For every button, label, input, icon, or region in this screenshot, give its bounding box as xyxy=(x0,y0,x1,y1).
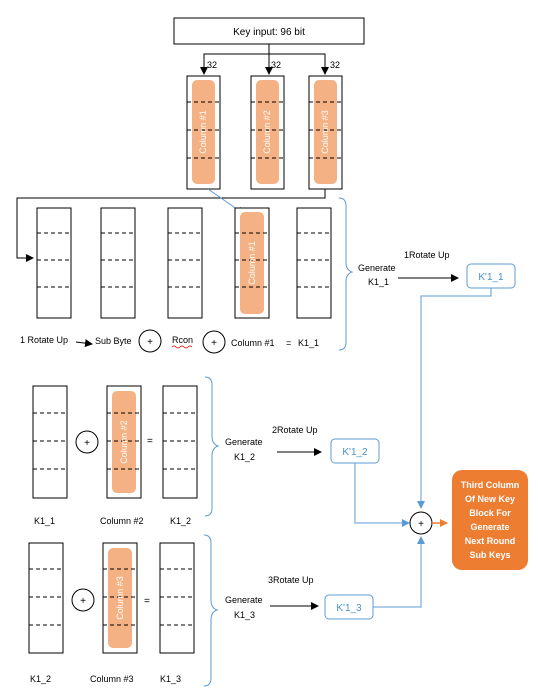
rotate-3-label: 3Rotate Up xyxy=(268,575,314,585)
result-line-6: Sub Keys xyxy=(469,550,510,560)
row1-col-b xyxy=(100,207,136,319)
row2-col-a xyxy=(32,385,68,499)
k-prime-1-2-label: K'1_2 xyxy=(342,447,368,458)
result-line-5: Next Round xyxy=(465,536,516,546)
row1-column-label: Column #1 xyxy=(247,241,257,285)
column3-feedback-arrow xyxy=(16,189,326,262)
row3-col-a xyxy=(28,542,64,654)
row3-col-c xyxy=(159,542,195,654)
k-prime-1-1-label: K'1_1 xyxy=(478,272,504,283)
row1-col-a xyxy=(36,207,72,319)
row2-bracket xyxy=(204,376,220,517)
k-prime-1-3-label: K'1_3 xyxy=(336,603,362,614)
row1-subbyte-label: Sub Byte xyxy=(95,336,132,346)
k-prime-1-2-to-xor xyxy=(354,463,410,527)
row1-plus-1 xyxy=(138,329,162,353)
row1-rotate-label: 1 Rotate Up xyxy=(20,335,68,345)
row3-label-column3: Column #3 xyxy=(90,674,134,684)
row2-col-c xyxy=(162,385,198,499)
row3-label-k1-2: K1_2 xyxy=(30,674,51,684)
row1-bracket xyxy=(338,197,354,351)
row3-plus-sign: + xyxy=(80,596,86,607)
generate-k1-3-line2: K1_3 xyxy=(234,610,255,620)
row3-label-k1-3: K1_3 xyxy=(160,674,181,684)
row3-plus xyxy=(71,588,95,612)
row2-equals: = xyxy=(147,436,153,447)
row1-col-e xyxy=(296,207,332,319)
row1-rotate-arrow xyxy=(75,339,93,348)
row3-col-b: Column #3 xyxy=(102,542,138,654)
row2-label-column2: Column #2 xyxy=(100,516,144,526)
rotate-2-label: 2Rotate Up xyxy=(272,425,318,435)
generate-k1-3-line1: Generate xyxy=(225,595,263,605)
generate-k1-2-line1: Generate xyxy=(225,437,263,447)
row1-plus-1-sign: + xyxy=(147,337,153,348)
result-line-4: Generate xyxy=(470,522,509,532)
result-line-1: Third Column xyxy=(461,480,520,490)
rotate-1-label: 1Rotate Up xyxy=(404,250,450,260)
top-column-2-label: Column #2 xyxy=(262,110,272,154)
k-prime-1-3-to-xor xyxy=(373,536,425,608)
row1-plus-2 xyxy=(202,330,226,354)
final-xor-sign: + xyxy=(418,519,424,530)
result-line-2: Of New Key xyxy=(465,494,515,504)
result-box xyxy=(452,470,528,570)
row2-label-k1-1: K1_1 xyxy=(34,516,55,526)
split-bits-3: 32 xyxy=(330,60,340,70)
key-input-label: Key input: 96 bit xyxy=(233,27,305,38)
row2-plus xyxy=(75,430,99,454)
row2-col-b: Column #2 xyxy=(106,385,142,499)
row1-formula-equals: = xyxy=(286,338,291,348)
split-bits-1: 32 xyxy=(207,60,217,70)
top-column-1: Column #1 xyxy=(186,75,221,190)
key-input-box xyxy=(173,17,365,45)
row2-plus-sign: + xyxy=(84,438,90,449)
row2-column-label: Column #2 xyxy=(119,420,129,464)
top-column-1-label: Column #1 xyxy=(198,110,208,154)
k-prime-1-1-to-xor xyxy=(417,288,492,509)
generate-k1-1-line2: K1_1 xyxy=(368,277,389,287)
row3-equals: = xyxy=(144,596,150,607)
split-bits-2: 32 xyxy=(271,60,281,70)
generate-k1-1-line1: Generate xyxy=(358,263,396,273)
row3-bracket xyxy=(203,534,219,687)
row1-col-c xyxy=(167,207,203,319)
top-column-3: Column #3 xyxy=(308,75,343,190)
result-line-3: Block For xyxy=(469,508,511,518)
row1-formula-column: Column #1 xyxy=(231,338,275,348)
generate-k1-2-line2: K1_2 xyxy=(234,452,255,462)
row1-formula-result: K1_1 xyxy=(298,338,319,348)
top-column-2: Column #2 xyxy=(250,75,285,190)
row3-column-label: Column #3 xyxy=(115,576,125,620)
row1-col-d: Column #1 xyxy=(234,207,270,319)
key-split-lines xyxy=(200,44,329,75)
row2-label-k1-2: K1_2 xyxy=(170,516,191,526)
row1-rcon-label: Rcon xyxy=(172,335,193,345)
top-column-3-label: Column #3 xyxy=(320,110,330,154)
row1-plus-2-sign: + xyxy=(211,338,217,349)
rcon-underline xyxy=(171,345,193,349)
